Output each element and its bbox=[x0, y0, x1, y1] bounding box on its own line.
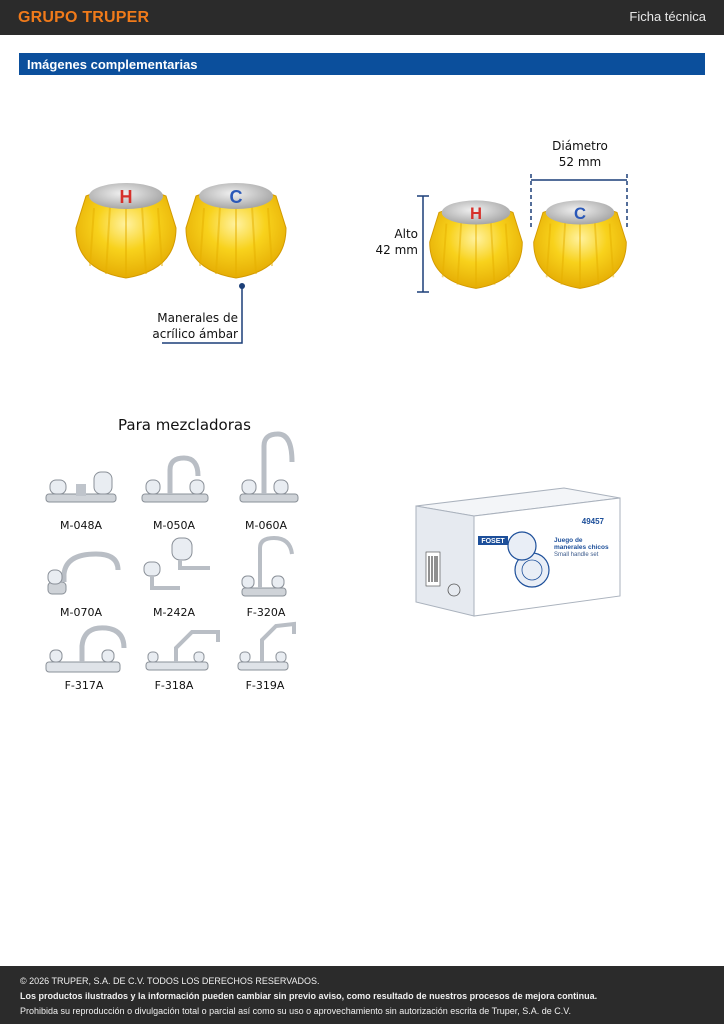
faucet-f318a-image bbox=[145, 630, 220, 671]
cold-letter: C bbox=[230, 187, 243, 207]
material-label-line1: Manerales de bbox=[157, 311, 238, 325]
hot-letter-2: H bbox=[470, 204, 482, 223]
model-code: M-242A bbox=[153, 606, 195, 619]
diameter-label-text: Diámetro bbox=[552, 139, 608, 153]
faucet-m060a-image bbox=[239, 431, 299, 503]
model-code: M-060A bbox=[245, 519, 287, 532]
faucet-m048a-image bbox=[45, 471, 117, 503]
package-code: 49457 bbox=[582, 517, 605, 526]
model-code: F-319A bbox=[245, 679, 285, 692]
footer-notice: Los productos ilustrados y la informació… bbox=[20, 991, 598, 1001]
knob-hot-image: H bbox=[75, 183, 177, 279]
faucet-f320a-image bbox=[241, 535, 294, 597]
diameter-value: 52 mm bbox=[558, 155, 602, 169]
knob-cold-dimensioned-image: C bbox=[533, 200, 627, 289]
diameter-dimension-line bbox=[530, 174, 628, 230]
model-code: F-317A bbox=[64, 679, 104, 692]
faucet-m070a-image bbox=[47, 551, 121, 595]
knob-cold-image: C bbox=[185, 183, 287, 279]
brand-logo: GRUPO TRUPER bbox=[18, 9, 150, 26]
model-code: M-048A bbox=[60, 519, 102, 532]
height-value: 42 mm bbox=[375, 243, 418, 257]
material-label-line2: acrílico ámbar bbox=[152, 327, 238, 341]
cold-letter-2: C bbox=[574, 204, 586, 223]
model-code: F-320A bbox=[246, 606, 286, 619]
package-line1: Juego de bbox=[554, 537, 583, 544]
faucet-f319a-image bbox=[237, 621, 296, 671]
package-line2: manerales chicos bbox=[554, 544, 609, 551]
faucet-m050a-image bbox=[141, 455, 209, 503]
package-line3: Small handle set bbox=[554, 552, 599, 558]
material-callout-line bbox=[162, 283, 245, 344]
footer-prohibition: Prohibida su reproducción o divulgación … bbox=[20, 1006, 571, 1016]
model-code: M-070A bbox=[60, 606, 102, 619]
model-code: M-050A bbox=[153, 519, 195, 532]
height-label: Alto 42 mm bbox=[364, 226, 418, 258]
top-bar: GRUPO TRUPER Ficha técnica bbox=[0, 0, 724, 35]
faucet-f317a-image bbox=[45, 625, 127, 673]
sheet-label: Ficha técnica bbox=[629, 9, 706, 24]
material-label: Manerales de acrílico ámbar bbox=[120, 310, 238, 342]
diameter-label: Diámetro 52 mm bbox=[540, 138, 620, 170]
height-dimension-line bbox=[417, 195, 429, 293]
faucet-m242a-image bbox=[143, 537, 210, 590]
section-bar: Imágenes complementarias bbox=[19, 53, 705, 75]
footer-copyright: © 2026 TRUPER, S.A. DE C.V. TODOS LOS DE… bbox=[20, 976, 320, 986]
height-label-text: Alto bbox=[394, 227, 418, 241]
compatibility-title: Para mezcladoras bbox=[118, 416, 251, 434]
hot-letter: H bbox=[120, 187, 133, 207]
footer: © 2026 TRUPER, S.A. DE C.V. TODOS LOS DE… bbox=[0, 966, 724, 1024]
model-code: F-318A bbox=[154, 679, 194, 692]
knob-hot-dimensioned-image: H bbox=[429, 200, 523, 289]
package-brand: FOSET bbox=[481, 538, 505, 545]
section-title: Imágenes complementarias bbox=[27, 57, 198, 72]
package-box-image: FOSET 49457 Juego de manerales chicos Sm… bbox=[415, 487, 621, 617]
